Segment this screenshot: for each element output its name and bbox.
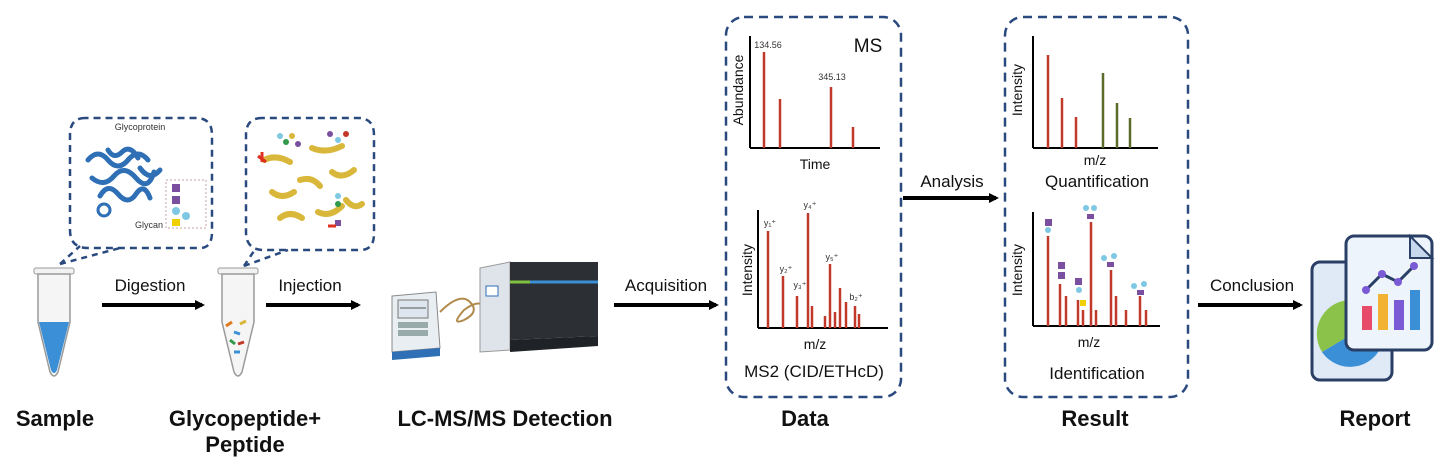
ion-label: b₂⁺	[849, 292, 863, 302]
stage-title-glycopeptide: Glycopeptide+	[168, 406, 322, 431]
ms-instrument-icon	[479, 261, 598, 353]
ion-label: y₁⁺	[763, 218, 777, 228]
sample-tube-icon	[33, 267, 75, 377]
analysis-label: Analysis	[920, 172, 984, 191]
report-icon	[1310, 233, 1435, 382]
quant-y-axis-label: Intensity	[1009, 63, 1025, 117]
ident-x-axis-label: m/z	[1077, 334, 1101, 350]
ion-label: y₅⁺	[825, 252, 839, 262]
ms2-caption: MS2 (CID/ETHcD)	[744, 362, 884, 381]
ms2-chart	[757, 210, 888, 329]
quant-x-axis-label: m/z	[1083, 152, 1107, 168]
ion-label: y₄⁺	[803, 200, 817, 210]
injection-label: Injection	[278, 276, 342, 295]
ms2-x-axis-label: m/z	[803, 336, 827, 352]
ms-y-axis-label: Abundance	[730, 54, 746, 126]
glycan-tree-icon	[165, 179, 207, 229]
identification-chart	[1032, 212, 1160, 327]
ms-peak-label: 345.13	[818, 72, 846, 82]
glycan-label: Glycan	[134, 220, 163, 230]
ms2-y-axis-label: Intensity	[739, 243, 755, 297]
stage-title-peptide: Peptide	[205, 432, 285, 457]
stage-title-result: Result	[1061, 406, 1129, 431]
ident-y-axis-label: Intensity	[1009, 243, 1025, 297]
ms-chart-title: MS	[853, 36, 883, 57]
stage-title-data: Data	[781, 406, 829, 431]
ms-chart	[749, 36, 880, 149]
conclusion-label: Conclusion	[1209, 276, 1295, 295]
protein-structure-icon	[85, 146, 163, 218]
stage-title-lcms: LC-MS/MS Detection	[397, 406, 613, 431]
acquisition-label: Acquisition	[624, 276, 708, 295]
stage-title-sample: Sample	[15, 406, 95, 431]
glycopeptide-tube-icon	[217, 267, 259, 377]
glycan-decorations-icon	[257, 131, 349, 228]
quantification-chart	[1032, 36, 1158, 149]
identification-caption: Identification	[1049, 364, 1145, 383]
glycoprotein-label: Glycoprotein	[114, 122, 166, 132]
peptide-fragments-icon	[261, 143, 365, 221]
ms-peak-label: 134.56	[754, 40, 782, 50]
glycan-structure-icons	[1045, 205, 1147, 306]
lc-instrument-icon	[391, 291, 441, 360]
ms-x-axis-label: Time	[799, 156, 831, 172]
quantification-caption: Quantification	[1045, 172, 1149, 191]
ion-label: y₂⁺	[779, 264, 793, 274]
peptide-bubble	[242, 116, 376, 268]
stage-title-report: Report	[1339, 406, 1411, 431]
tubing-icon	[439, 297, 487, 323]
data-panel	[724, 15, 903, 399]
ion-label: y₃⁺	[793, 280, 807, 290]
digestion-label: Digestion	[114, 276, 186, 295]
